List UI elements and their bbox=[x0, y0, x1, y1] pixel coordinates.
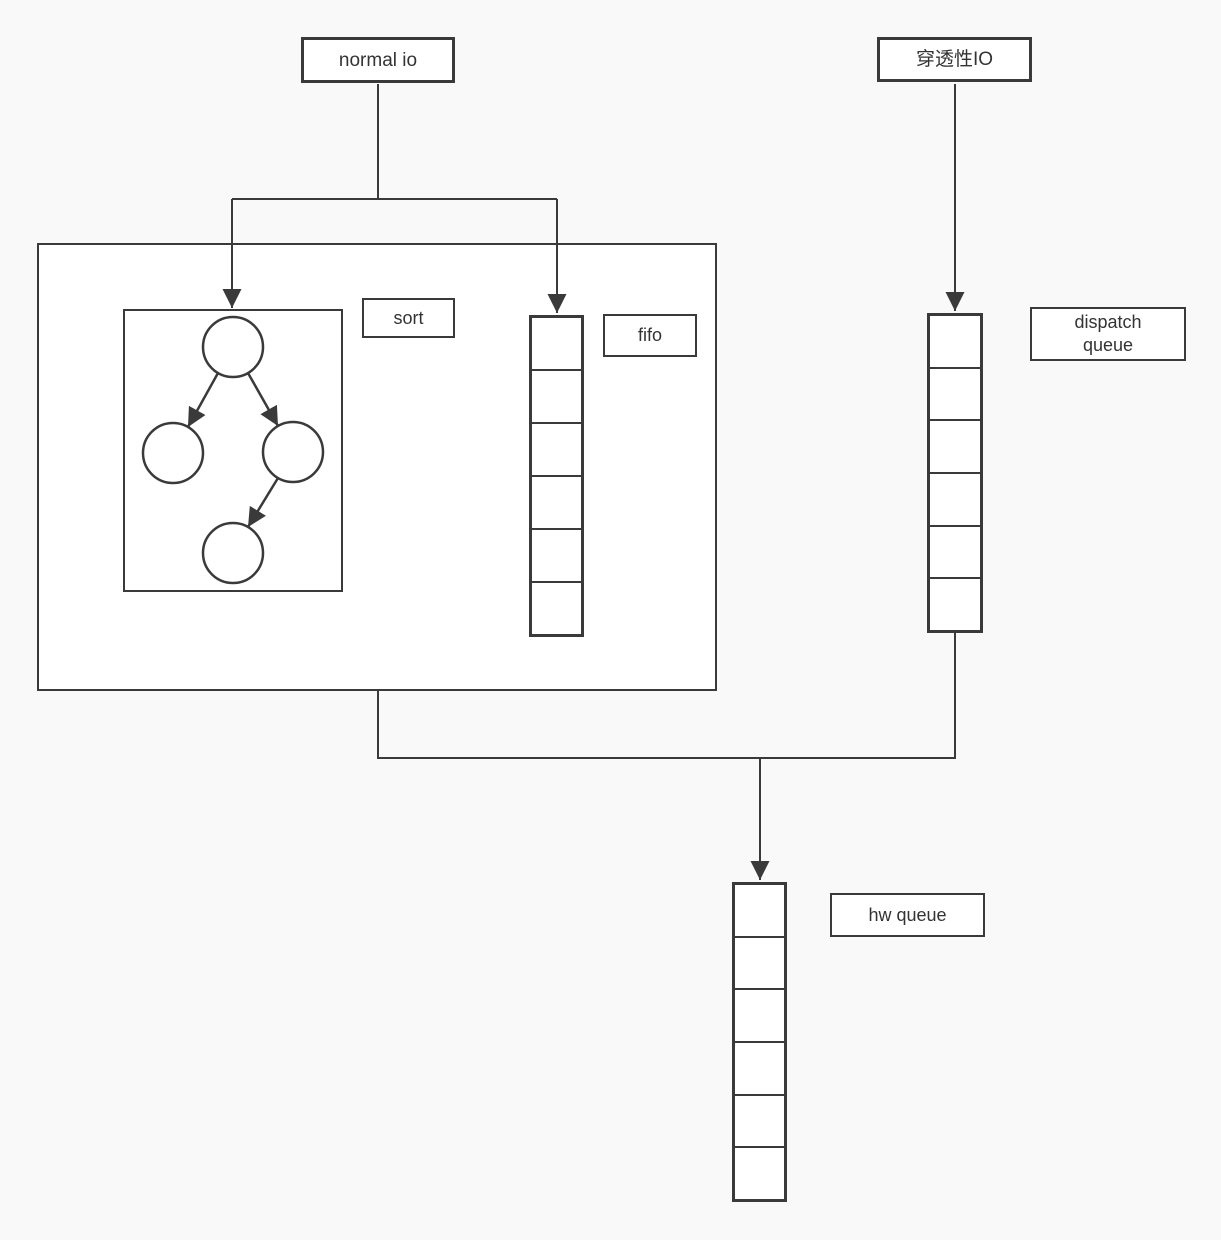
queue-cell bbox=[735, 885, 784, 938]
fifo-queue bbox=[529, 315, 584, 637]
queue-cell bbox=[735, 938, 784, 991]
hw-queue bbox=[732, 882, 787, 1202]
node-normal-io-label: normal io bbox=[338, 49, 418, 71]
queue-cell bbox=[532, 583, 581, 634]
dispatch-queue bbox=[927, 313, 983, 633]
dispatch-queue-label-line2: queue bbox=[1082, 335, 1134, 355]
queue-cell bbox=[735, 1096, 784, 1149]
queue-cell bbox=[532, 318, 581, 371]
hw-queue-label-box: hw queue bbox=[830, 893, 985, 937]
hw-queue-label: hw queue bbox=[868, 904, 947, 925]
sort-label: sort bbox=[393, 307, 424, 328]
node-normal-io: normal io bbox=[301, 37, 455, 83]
dispatch-queue-label-box: dispatch queue bbox=[1030, 307, 1186, 361]
queue-cell bbox=[930, 421, 980, 475]
fifo-label-box: fifo bbox=[603, 314, 697, 357]
edge-normal-io-branch bbox=[232, 84, 557, 200]
sort-label-box: sort bbox=[362, 298, 455, 338]
queue-cell bbox=[735, 1148, 784, 1199]
queue-cell bbox=[532, 477, 581, 530]
queue-cell bbox=[930, 527, 980, 580]
dispatch-queue-label: dispatch queue bbox=[1074, 311, 1141, 357]
queue-cell bbox=[532, 530, 581, 583]
queue-cell bbox=[930, 579, 980, 630]
node-passthrough-io: 穿透性IO bbox=[877, 37, 1032, 82]
sort-tree-box bbox=[123, 309, 343, 592]
queue-cell bbox=[930, 369, 980, 422]
queue-cell bbox=[532, 424, 581, 477]
queue-cell bbox=[930, 316, 980, 369]
node-passthrough-io-label: 穿透性IO bbox=[915, 49, 994, 70]
fifo-label: fifo bbox=[637, 325, 662, 345]
queue-cell bbox=[930, 474, 980, 527]
queue-cell bbox=[532, 371, 581, 424]
dispatch-queue-label-line1: dispatch bbox=[1074, 312, 1142, 332]
queue-cell bbox=[735, 1043, 784, 1096]
queue-cell bbox=[735, 990, 784, 1044]
